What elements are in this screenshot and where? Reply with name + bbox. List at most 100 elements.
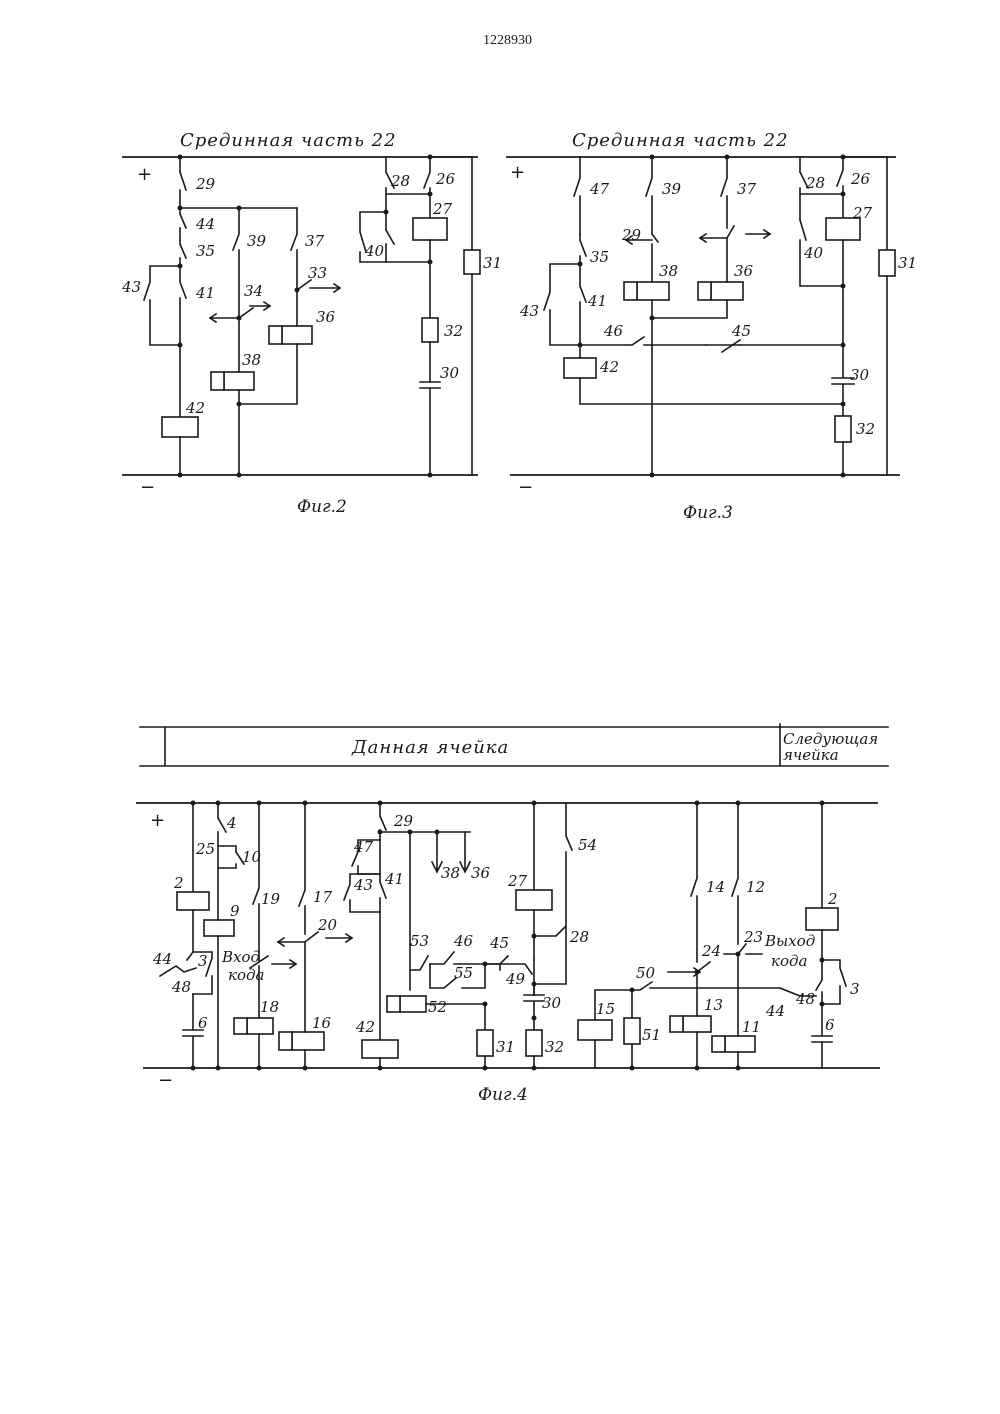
fig4-contact-53-46: [410, 952, 485, 970]
fig2-label: 41: [195, 284, 215, 302]
fig3-label: 45: [731, 322, 751, 340]
fig4-label: 17: [313, 888, 333, 906]
fig4-header-main: Данная ячейка: [351, 737, 509, 758]
fig4-label: 53: [410, 932, 429, 950]
fig2-label: 28: [390, 172, 410, 190]
fig4-label: 2: [173, 874, 184, 892]
fig2-contact-35: [180, 240, 186, 266]
fig3-label: 47: [589, 180, 610, 198]
fig2-label: 34: [244, 282, 263, 300]
fig2-label: 27: [432, 200, 453, 218]
fig3-label: 43: [519, 302, 539, 320]
fig4-relay-9: [204, 920, 234, 936]
fig2-label: 40: [364, 242, 385, 260]
fig4-label: 14: [706, 878, 725, 896]
fig3-minus-sign: −: [518, 477, 533, 498]
fig3-label: 41: [587, 292, 607, 310]
fig3-contact-46: [580, 337, 706, 345]
fig3-plus-sign: +: [510, 162, 525, 183]
fig4-label: 24: [701, 942, 721, 960]
fig3-relay-38: [637, 282, 669, 300]
fig4-label: 54: [578, 836, 597, 854]
fig4-label: 50: [636, 964, 656, 982]
fig4-arrow-20: [326, 934, 352, 942]
fig4-header-table: [140, 724, 888, 766]
fig2-arrow-33: [310, 284, 340, 292]
fig2-label: 38: [242, 351, 261, 369]
fig4-input-code-2: кода: [228, 966, 264, 984]
fig4-label: 41: [384, 870, 404, 888]
fig4-contact-3-next: [822, 930, 846, 1004]
fig4-capacitor-30: [524, 995, 544, 1030]
fig4-relay-42: [362, 1040, 398, 1058]
fig3-contact-39: [646, 157, 652, 234]
fig4-label: 15: [596, 1000, 615, 1018]
fig2-contact-26: [424, 157, 430, 218]
fig4-label: 2: [827, 890, 838, 908]
fig3-label: 39: [662, 180, 682, 198]
fig4-relay-18: [247, 1018, 273, 1034]
fig4-label: 55: [454, 964, 473, 982]
fig4-resistor-32: [526, 1030, 542, 1056]
fig4-label: 45: [489, 934, 509, 952]
fig3-label: 28: [805, 174, 825, 192]
fig3-label: 27: [852, 204, 873, 222]
fig2-label: 43: [121, 278, 141, 296]
fig4-label: 23: [743, 928, 763, 946]
fig4-label: 51: [642, 1026, 661, 1044]
fig4-relay-13: [683, 1016, 711, 1032]
fig4-label: 52: [428, 998, 447, 1016]
fig4-plus-sign: +: [150, 810, 165, 831]
fig4-label: 3: [850, 980, 860, 998]
fig4-contact-28: [534, 910, 566, 960]
fig4-relay-2: [177, 892, 209, 910]
fig4-label: 47: [353, 838, 374, 856]
fig4-relay-15: [578, 1020, 612, 1040]
fig2-label: 35: [196, 242, 215, 260]
fig2-header: Срединная часть 22: [180, 130, 397, 151]
fig4-label: 48: [795, 990, 815, 1008]
fig4-label: 9: [230, 902, 240, 920]
fig3-label: 46: [603, 322, 624, 340]
fig4-label: 43: [353, 876, 373, 894]
fig3-resistor-32: [835, 416, 851, 442]
fig2-label: 30: [440, 364, 460, 382]
fig2-contact-43: [144, 266, 180, 345]
fig2-contact-37: [291, 208, 297, 290]
fig4-label: 28: [569, 928, 589, 946]
fig4-label: 12: [746, 878, 765, 896]
fig4-contact-29: [380, 803, 386, 832]
fig3-contact-43: [544, 264, 580, 345]
fig4-contact-41: [380, 874, 386, 1040]
fig2-label: 36: [316, 308, 336, 326]
fig2-caption: Фиг.2: [297, 497, 347, 517]
fig4-label: 4: [226, 814, 237, 832]
fig3-header: Срединная часть 22: [572, 130, 789, 151]
fig4-capacitor-6-next: [812, 1004, 832, 1068]
fig3-label: 38: [659, 262, 678, 280]
fig4-label: 13: [704, 996, 723, 1014]
fig4-relay-11: [725, 1036, 755, 1052]
fig3-contact-47: [574, 157, 580, 234]
fig4-relay-16: [292, 1032, 324, 1050]
fig2-resistor-31: [464, 250, 480, 274]
fig4-label: 25: [195, 840, 215, 858]
fig4-contact-12: [732, 803, 738, 944]
fig3-arrow: [746, 230, 770, 238]
fig4-caption: Фиг.4: [478, 1085, 528, 1105]
fig3-capacitor-30: [832, 240, 854, 416]
fig2-capacitor-30: [420, 342, 440, 475]
fig4-relay-27: [516, 890, 552, 910]
fig3-label: 35: [590, 248, 609, 266]
fig4-arrow-input: [272, 960, 296, 968]
fig4-resistor-51: [624, 1018, 640, 1044]
fig4-label: 3: [198, 952, 208, 970]
fig3-resistor-31: [879, 250, 895, 276]
fig2-label: 37: [305, 232, 325, 250]
fig4-label: 48: [171, 978, 191, 996]
fig2-label: 32: [444, 322, 463, 340]
fig4-contact-19: [253, 803, 259, 962]
fig4-contact-17: [299, 803, 305, 934]
